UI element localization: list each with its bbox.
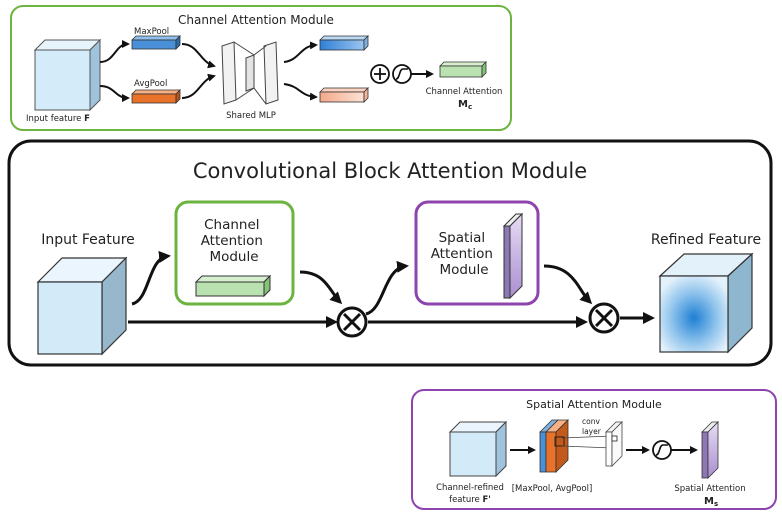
- add-icon: [370, 64, 390, 84]
- channel-box-line3: Module: [209, 249, 258, 265]
- svg-text:Input feature F: Input feature F: [26, 114, 90, 124]
- conv-output-map: [605, 421, 623, 467]
- shared-mlp-icon: [221, 41, 279, 105]
- spatial-input-line1: Channel-refined: [436, 483, 504, 493]
- channel-module-title: Channel Attention Module: [178, 13, 334, 27]
- cbam-module: Convolutional Block Attention Module Inp…: [7, 139, 773, 367]
- channel-box-line2: Attention: [201, 233, 263, 249]
- shared-mlp-label: Shared MLP: [226, 111, 276, 121]
- channel-output-label: Channel Attention: [426, 87, 503, 97]
- channel-input-symbol: F: [84, 114, 90, 124]
- channel-attention-module: Channel Attention Module Input feature F…: [10, 5, 512, 131]
- svg-text:Spatial Attention: Spatial Attention Module: [431, 230, 498, 278]
- channel-attention-vector: [439, 61, 487, 78]
- cbam-output-label: Refined Feature: [651, 232, 761, 248]
- spatial-output-label: Spatial Attention: [674, 484, 745, 494]
- spatial-box-line2: Attention: [431, 246, 493, 262]
- cbam-input-cube: [36, 256, 128, 356]
- svg-text:feature F': feature F': [449, 495, 491, 505]
- sigmoid-icon: [652, 440, 672, 460]
- avgpool-label: AvgPool: [134, 79, 167, 89]
- channel-attention-vector-large: [194, 274, 272, 298]
- spatial-attention-map: [701, 421, 719, 479]
- channel-output-subscript: c: [468, 103, 472, 111]
- spatial-module-title: Spatial Attention Module: [526, 398, 662, 411]
- mlp-output-avg: [319, 87, 369, 103]
- cbam-input-label: Input Feature: [41, 232, 135, 248]
- svg-text:Ms: Ms: [704, 496, 718, 508]
- avgpool-vector: [131, 89, 181, 104]
- channel-refined-cube: [448, 420, 508, 478]
- channel-input-label: Input feature: [26, 114, 81, 124]
- channel-box-line1: Channel: [204, 217, 259, 233]
- refined-feature-cube: [658, 252, 754, 354]
- spatial-input-symbol: F': [482, 495, 490, 505]
- input-feature-cube: [33, 38, 102, 112]
- maxpool-vector: [131, 35, 181, 50]
- channel-output-symbol: M: [458, 99, 468, 110]
- maxpool-label: MaxPool: [134, 27, 169, 37]
- mlp-output-max: [319, 35, 369, 51]
- spatial-attention-map-large: [502, 212, 524, 300]
- svg-text:Channel Attention: Channel Attention Module: [201, 217, 268, 265]
- cbam-title: Convolutional Block Attention Module: [193, 159, 587, 183]
- svg-text:Channel-refined: Channel-refined: [436, 483, 504, 493]
- conv-label-line1: conv: [582, 417, 600, 426]
- conv-label-line2: layer: [582, 427, 602, 436]
- svg-text:Mc: Mc: [458, 99, 472, 111]
- spatial-input-line2: feature: [449, 495, 480, 505]
- spatial-attention-module: Spatial Attention Module Channel-refined…: [411, 389, 777, 510]
- multiply-icon: [588, 302, 620, 334]
- spatial-box-line1: Spatial: [439, 230, 485, 246]
- spatial-box-line3: Module: [439, 262, 488, 278]
- sigmoid-icon: [392, 64, 412, 84]
- spatial-output-symbol: M: [704, 496, 714, 507]
- spatial-output-subscript: s: [714, 500, 718, 508]
- pool-label: [MaxPool, AvgPool]: [512, 484, 593, 494]
- multiply-icon: [336, 306, 368, 338]
